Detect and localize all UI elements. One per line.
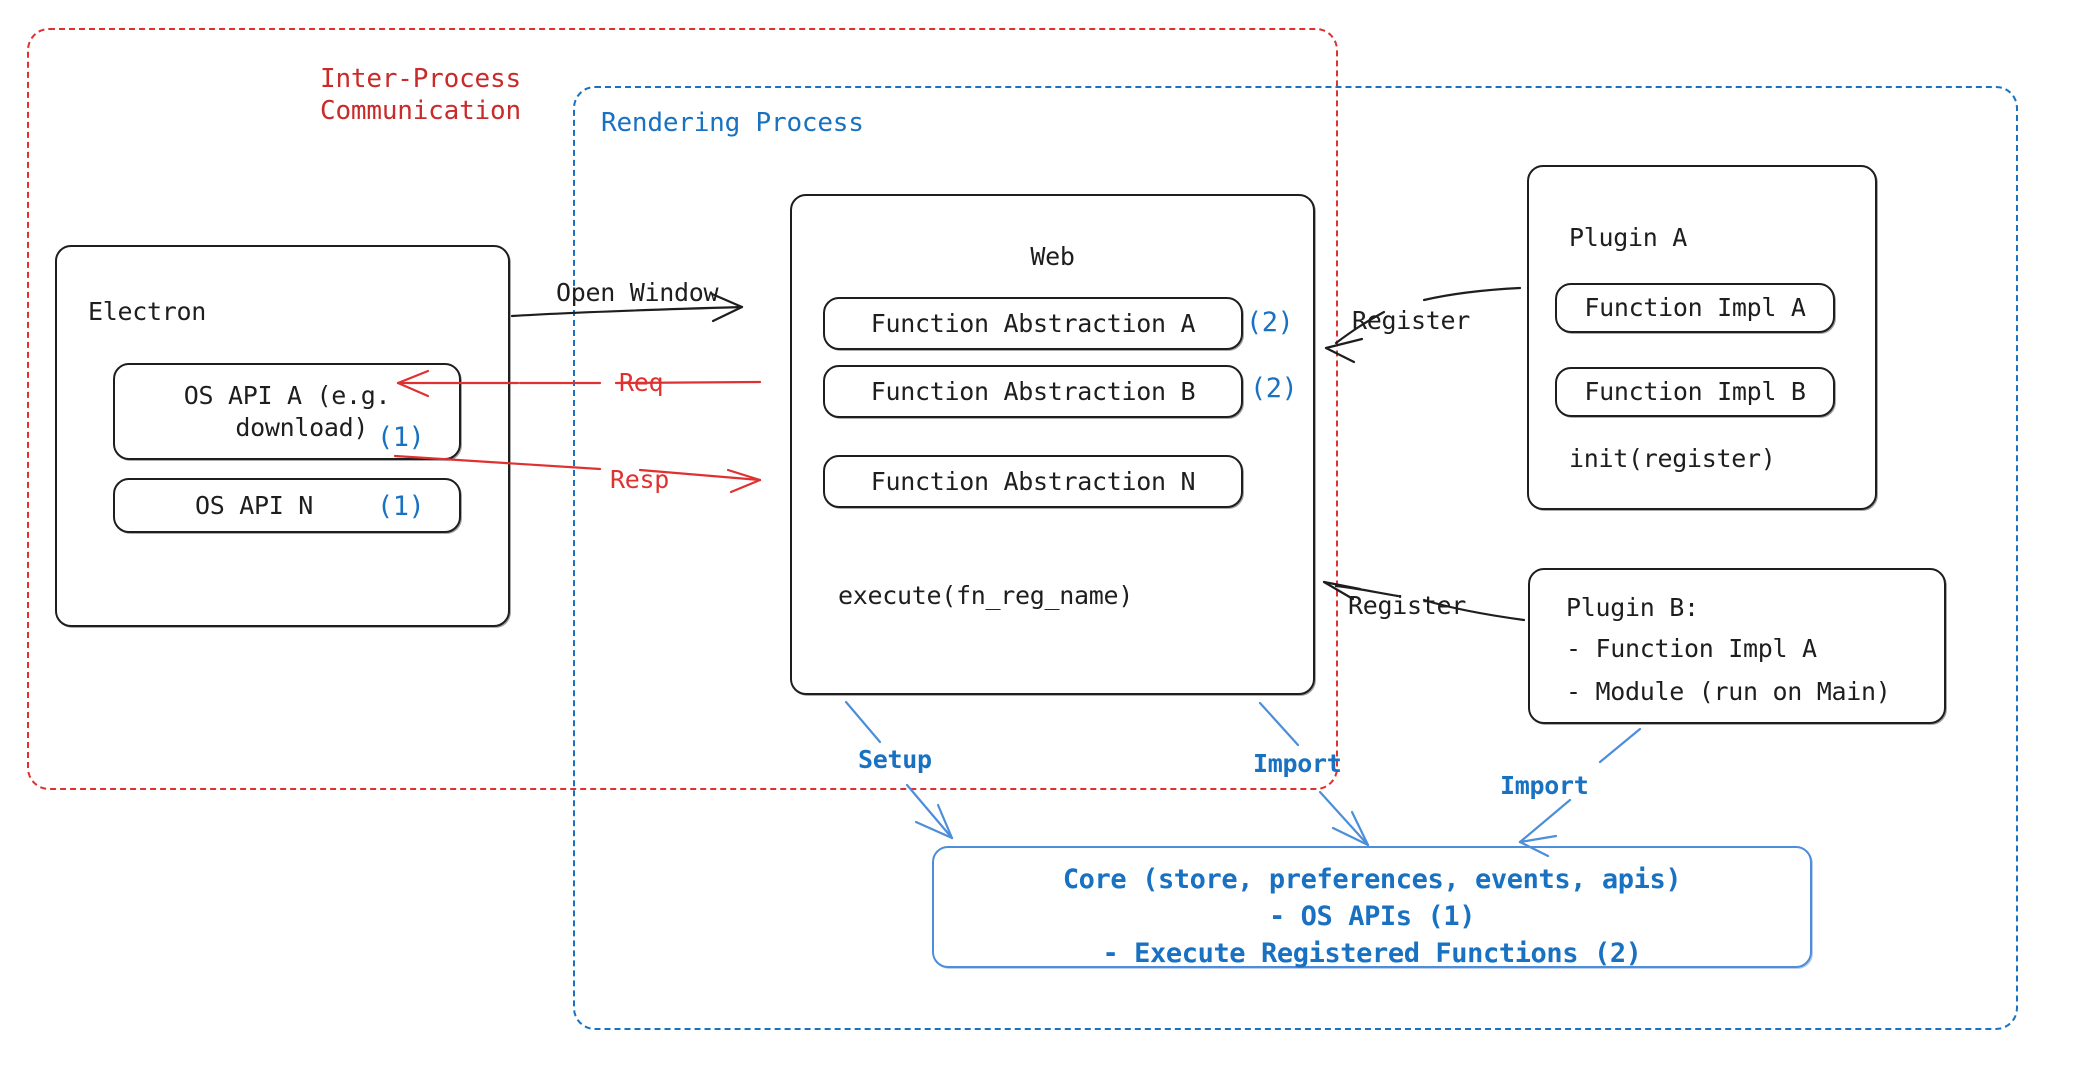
- function-impl-a-box[interactable]: Function Impl A: [1555, 283, 1835, 333]
- plugin-b-item-module: - Module (run on Main): [1566, 677, 1891, 706]
- core-line-os-apis: - OS APIs (1): [1268, 900, 1476, 932]
- function-impl-a-label: Function Impl A: [1584, 293, 1806, 322]
- function-abstraction-n-label: Function Abstraction N: [870, 466, 1196, 496]
- group-inter-process-communication: [27, 28, 1338, 790]
- edge-label-register-plugin-b: Register: [1348, 591, 1467, 620]
- plugin-a-box[interactable]: [1527, 165, 1877, 510]
- group-ipc-label: Inter-Process Communication: [320, 64, 521, 126]
- core-line-title: Core (store, preferences, events, apis): [1062, 864, 1682, 895]
- function-abstraction-b-marker: (2): [1250, 373, 1298, 404]
- edge-label-setup: Setup: [858, 745, 932, 774]
- os-api-n-marker: (1): [377, 491, 425, 522]
- core-box[interactable]: [932, 846, 1812, 968]
- plugin-b-box[interactable]: [1528, 568, 1946, 724]
- edge-label-open-window: Open Window: [556, 278, 719, 307]
- function-abstraction-b-box[interactable]: Function Abstraction B: [823, 365, 1243, 418]
- os-api-a-label: OS API A (e.g. download): [183, 380, 391, 442]
- function-impl-b-box[interactable]: Function Impl B: [1555, 367, 1835, 417]
- os-api-n-box[interactable]: OS API N: [113, 478, 461, 533]
- function-abstraction-n-box[interactable]: Function Abstraction N: [823, 455, 1243, 508]
- group-rendering-process: [573, 86, 2018, 1030]
- plugin-a-title: Plugin A: [1569, 223, 1688, 252]
- edge-label-register-plugin-a: Register: [1352, 306, 1471, 335]
- edge-label-import-web: Import: [1253, 749, 1342, 778]
- os-api-a-marker: (1): [377, 422, 425, 453]
- core-text-block: Core (store, preferences, events, apis) …: [932, 862, 1812, 969]
- function-abstraction-b-label: Function Abstraction B: [870, 376, 1196, 406]
- plugin-b-item-function-impl-a: - Function Impl A: [1566, 634, 1817, 663]
- web-title: Web: [1030, 241, 1075, 271]
- edge-label-resp: Resp: [610, 465, 670, 494]
- plugin-b-title: Plugin B:: [1566, 593, 1699, 622]
- plugin-a-init-label: init(register): [1569, 444, 1776, 473]
- edge-label-import-plugin-b: Import: [1500, 771, 1589, 800]
- function-abstraction-a-marker: (2): [1246, 307, 1294, 338]
- function-abstraction-a-box[interactable]: Function Abstraction A: [823, 297, 1243, 350]
- web-box[interactable]: [790, 194, 1315, 695]
- edge-label-req: Req: [619, 368, 664, 397]
- os-api-n-label: OS API N: [194, 490, 313, 520]
- function-impl-b-label: Function Impl B: [1584, 377, 1806, 406]
- web-execute-label: execute(fn_reg_name): [838, 581, 1134, 610]
- core-line-execute: - Execute Registered Functions (2): [1102, 937, 1642, 969]
- function-abstraction-a-label: Function Abstraction A: [870, 308, 1196, 338]
- electron-title: Electron: [88, 297, 207, 326]
- group-rendering-process-label: Rendering Process: [601, 108, 864, 138]
